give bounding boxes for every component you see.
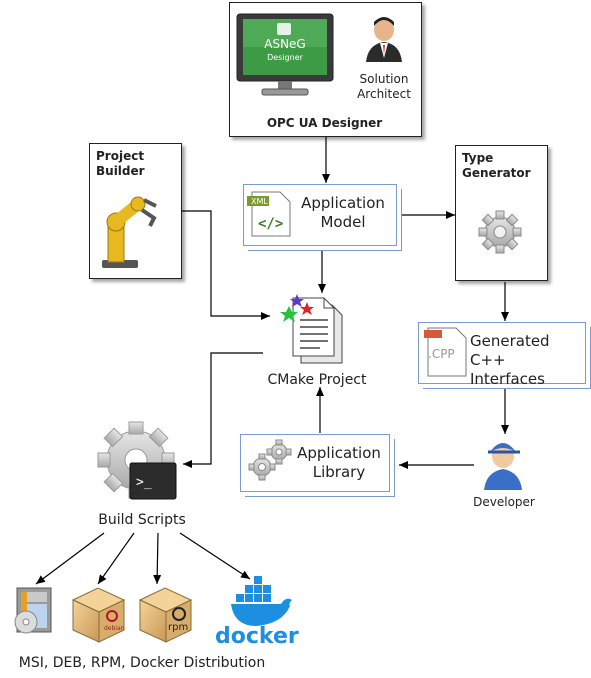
gear-icon — [478, 210, 522, 254]
rpm-text: rpm — [168, 622, 188, 633]
monitor-label-line2: Designer — [267, 53, 303, 62]
cpp-document-icon: .CPP — [424, 327, 467, 377]
architect-person-icon — [366, 17, 402, 62]
svg-text:</>: </> — [258, 216, 283, 232]
cmake-project-label: CMake Project — [267, 372, 367, 388]
type-generator-title-line2: Generator — [462, 166, 531, 180]
developer-label: Developer — [473, 495, 535, 509]
deb-package-icon: debian — [71, 587, 126, 643]
xml-tag-text: XML — [251, 197, 268, 206]
generated-interfaces-label: Generated C++ Interfaces — [470, 332, 582, 389]
deb-text: debian — [104, 625, 125, 632]
application-model-box — [243, 184, 397, 246]
opc-ua-designer-frame — [229, 2, 422, 137]
build-scripts-label: Build Scripts — [98, 512, 186, 528]
monitor-label-line1: ASNeG — [264, 37, 306, 51]
developer-person-icon — [484, 443, 522, 490]
arrow-build-to-rpm — [153, 532, 162, 585]
library-gears-icon — [248, 439, 292, 481]
terminal-icon: >_ — [129, 462, 177, 500]
arrow-build-to-msi — [35, 532, 105, 585]
project-builder-frame — [89, 143, 182, 279]
cmake-document-icon — [280, 294, 343, 364]
project-builder-title-line2: Builder — [96, 164, 145, 178]
application-model-line1: Application — [301, 194, 385, 212]
monitor-icon — [236, 13, 334, 96]
cpp-icon-text: .CPP — [428, 347, 455, 361]
type-generator-title: Type Generator — [462, 151, 531, 181]
connectors — [35, 136, 509, 585]
architect-label-line1: Solution — [359, 72, 409, 86]
docker-text: docker — [215, 624, 299, 649]
project-builder-title: Project Builder — [96, 149, 145, 179]
terminal-glyph: >_ — [136, 475, 152, 490]
opc-ua-designer-title: OPC UA Designer — [266, 116, 383, 130]
docker-whale-icon — [231, 576, 292, 626]
architect-label: Solution Architect — [352, 72, 416, 102]
arrow-build-to-docker — [179, 532, 251, 580]
arrow-cmake-to-buildscripts — [183, 352, 263, 468]
application-library-box — [240, 434, 390, 492]
robot-arm-icon — [102, 196, 157, 268]
xml-document-icon: XML </> — [247, 191, 291, 237]
arrow-builder-to-cmake — [182, 210, 270, 320]
monitor-label: ASNeG Designer — [243, 38, 327, 64]
distribution-label: MSI, DEB, RPM, Docker Distribution — [18, 655, 266, 671]
type-generator-frame — [455, 145, 548, 281]
application-library-line1: Application — [297, 444, 381, 462]
generated-interfaces-line2: C++ Interfaces — [470, 351, 545, 388]
application-library-line2: Library — [312, 463, 366, 481]
type-generator-title-line1: Type — [462, 151, 494, 165]
application-model-line2: Model — [320, 213, 366, 231]
generated-interfaces-box — [418, 322, 586, 384]
arrow-build-to-deb — [97, 532, 135, 585]
project-builder-title-line1: Project — [96, 149, 145, 163]
rpm-package-icon: rpm — [138, 587, 193, 643]
application-library-label: Application Library — [293, 444, 385, 482]
architect-label-line2: Architect — [357, 87, 411, 101]
msi-installer-icon — [14, 587, 52, 634]
generated-interfaces-line1: Generated — [470, 332, 550, 350]
application-model-label: Application Model — [296, 194, 390, 232]
